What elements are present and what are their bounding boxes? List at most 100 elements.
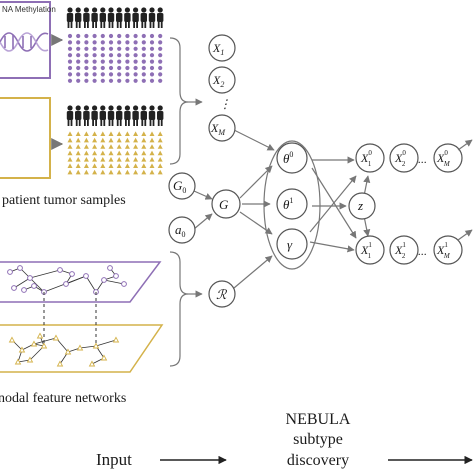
person-icon bbox=[148, 105, 156, 126]
person-icon bbox=[66, 7, 74, 28]
network-node bbox=[31, 283, 37, 289]
sample-dot bbox=[84, 72, 89, 77]
sample-triangle bbox=[124, 144, 130, 149]
network-node bbox=[8, 336, 16, 343]
sample-triangle bbox=[75, 169, 81, 175]
expression-sample-triangles bbox=[67, 131, 163, 175]
sample-triangle bbox=[116, 157, 122, 162]
sample-dot bbox=[76, 65, 81, 71]
sample-dot bbox=[133, 46, 138, 51]
sample-triangle bbox=[116, 169, 122, 175]
expression-box bbox=[0, 97, 51, 179]
input-label: Input bbox=[96, 450, 132, 469]
sample-dot bbox=[125, 78, 130, 83]
sample-dot bbox=[84, 78, 89, 83]
node-r bbox=[208, 280, 236, 308]
sample-triangle bbox=[116, 137, 122, 143]
svg-text:X1M: X1M bbox=[436, 241, 451, 260]
sample-dot bbox=[76, 78, 81, 83]
sample-dot bbox=[108, 46, 114, 51]
sample-dot bbox=[117, 59, 122, 64]
sample-dot bbox=[67, 72, 73, 77]
patient-icons bbox=[66, 7, 164, 28]
network-node bbox=[76, 344, 84, 351]
sample-dot bbox=[117, 65, 122, 71]
sample-dot bbox=[92, 53, 97, 58]
sample-triangle bbox=[83, 163, 89, 168]
sample-triangle bbox=[100, 137, 106, 143]
sample-triangle bbox=[133, 137, 139, 143]
person-icon bbox=[116, 105, 123, 126]
sample-triangle bbox=[108, 169, 114, 175]
sample-triangle bbox=[92, 163, 98, 168]
node-xm bbox=[208, 114, 236, 142]
person-icon bbox=[157, 105, 164, 126]
node-theta1-label: θ1 bbox=[283, 196, 293, 212]
node-g-label: G bbox=[219, 197, 229, 212]
sample-triangle bbox=[83, 137, 89, 143]
sample-dot bbox=[141, 59, 146, 64]
sample-triangle bbox=[141, 131, 147, 136]
sample-triangle bbox=[67, 157, 73, 162]
sample-triangle bbox=[157, 157, 163, 162]
network-node bbox=[17, 265, 23, 271]
person-icon bbox=[148, 7, 156, 28]
sample-dot bbox=[117, 33, 122, 39]
node-x1-m bbox=[433, 235, 463, 265]
network-node bbox=[107, 265, 113, 271]
methylation-box bbox=[0, 1, 51, 79]
sample-triangle bbox=[100, 163, 106, 168]
ellipsis-1: ... bbox=[418, 244, 427, 258]
sample-triangle bbox=[75, 157, 81, 162]
sample-triangle bbox=[92, 131, 98, 136]
sample-dot bbox=[125, 59, 130, 64]
sample-dot bbox=[133, 40, 138, 45]
sample-triangle bbox=[92, 144, 98, 149]
sample-triangle bbox=[108, 157, 114, 162]
node-x0-1 bbox=[355, 143, 385, 173]
node-x1-2 bbox=[389, 235, 419, 265]
sample-dot bbox=[149, 72, 155, 77]
person-icon bbox=[140, 105, 147, 126]
node-x2 bbox=[208, 66, 236, 94]
network-node bbox=[101, 277, 107, 283]
sample-dot bbox=[76, 40, 81, 45]
person-icon bbox=[83, 105, 90, 126]
network-node bbox=[64, 348, 72, 355]
node-theta1 bbox=[276, 188, 308, 220]
sample-triangle bbox=[141, 144, 147, 149]
person-icon bbox=[124, 105, 131, 126]
nebula-title: NEBULA bbox=[286, 411, 351, 428]
sample-triangle bbox=[116, 163, 122, 168]
sample-triangle bbox=[149, 131, 155, 136]
sample-dot bbox=[141, 46, 146, 51]
sample-dot bbox=[67, 78, 73, 83]
sample-triangle bbox=[83, 131, 89, 136]
brace-top bbox=[169, 37, 189, 165]
sample-triangle bbox=[157, 137, 163, 143]
person-icon bbox=[91, 105, 98, 126]
sample-triangle bbox=[100, 131, 106, 136]
network-node bbox=[18, 346, 26, 353]
sample-dot bbox=[100, 72, 105, 77]
purple-network-plane bbox=[0, 261, 162, 303]
sample-dot bbox=[76, 46, 81, 51]
sample-dot bbox=[67, 65, 73, 71]
sample-dot bbox=[108, 59, 114, 64]
sample-dot bbox=[117, 78, 122, 83]
tumor-samples-caption: patient tumor samples bbox=[2, 193, 126, 208]
sample-dot bbox=[125, 46, 130, 51]
network-node bbox=[27, 275, 33, 281]
sample-dot bbox=[100, 40, 105, 45]
sample-triangle bbox=[92, 169, 98, 175]
sample-triangle bbox=[133, 150, 139, 156]
sample-triangle bbox=[149, 137, 155, 143]
person-icon bbox=[83, 7, 90, 28]
node-theta0 bbox=[276, 142, 308, 174]
sample-dot bbox=[92, 46, 97, 51]
sample-triangle bbox=[149, 163, 155, 168]
network-node bbox=[26, 356, 34, 363]
dots-label: ⋮ bbox=[219, 97, 231, 111]
feature-nodes-top bbox=[208, 34, 236, 142]
